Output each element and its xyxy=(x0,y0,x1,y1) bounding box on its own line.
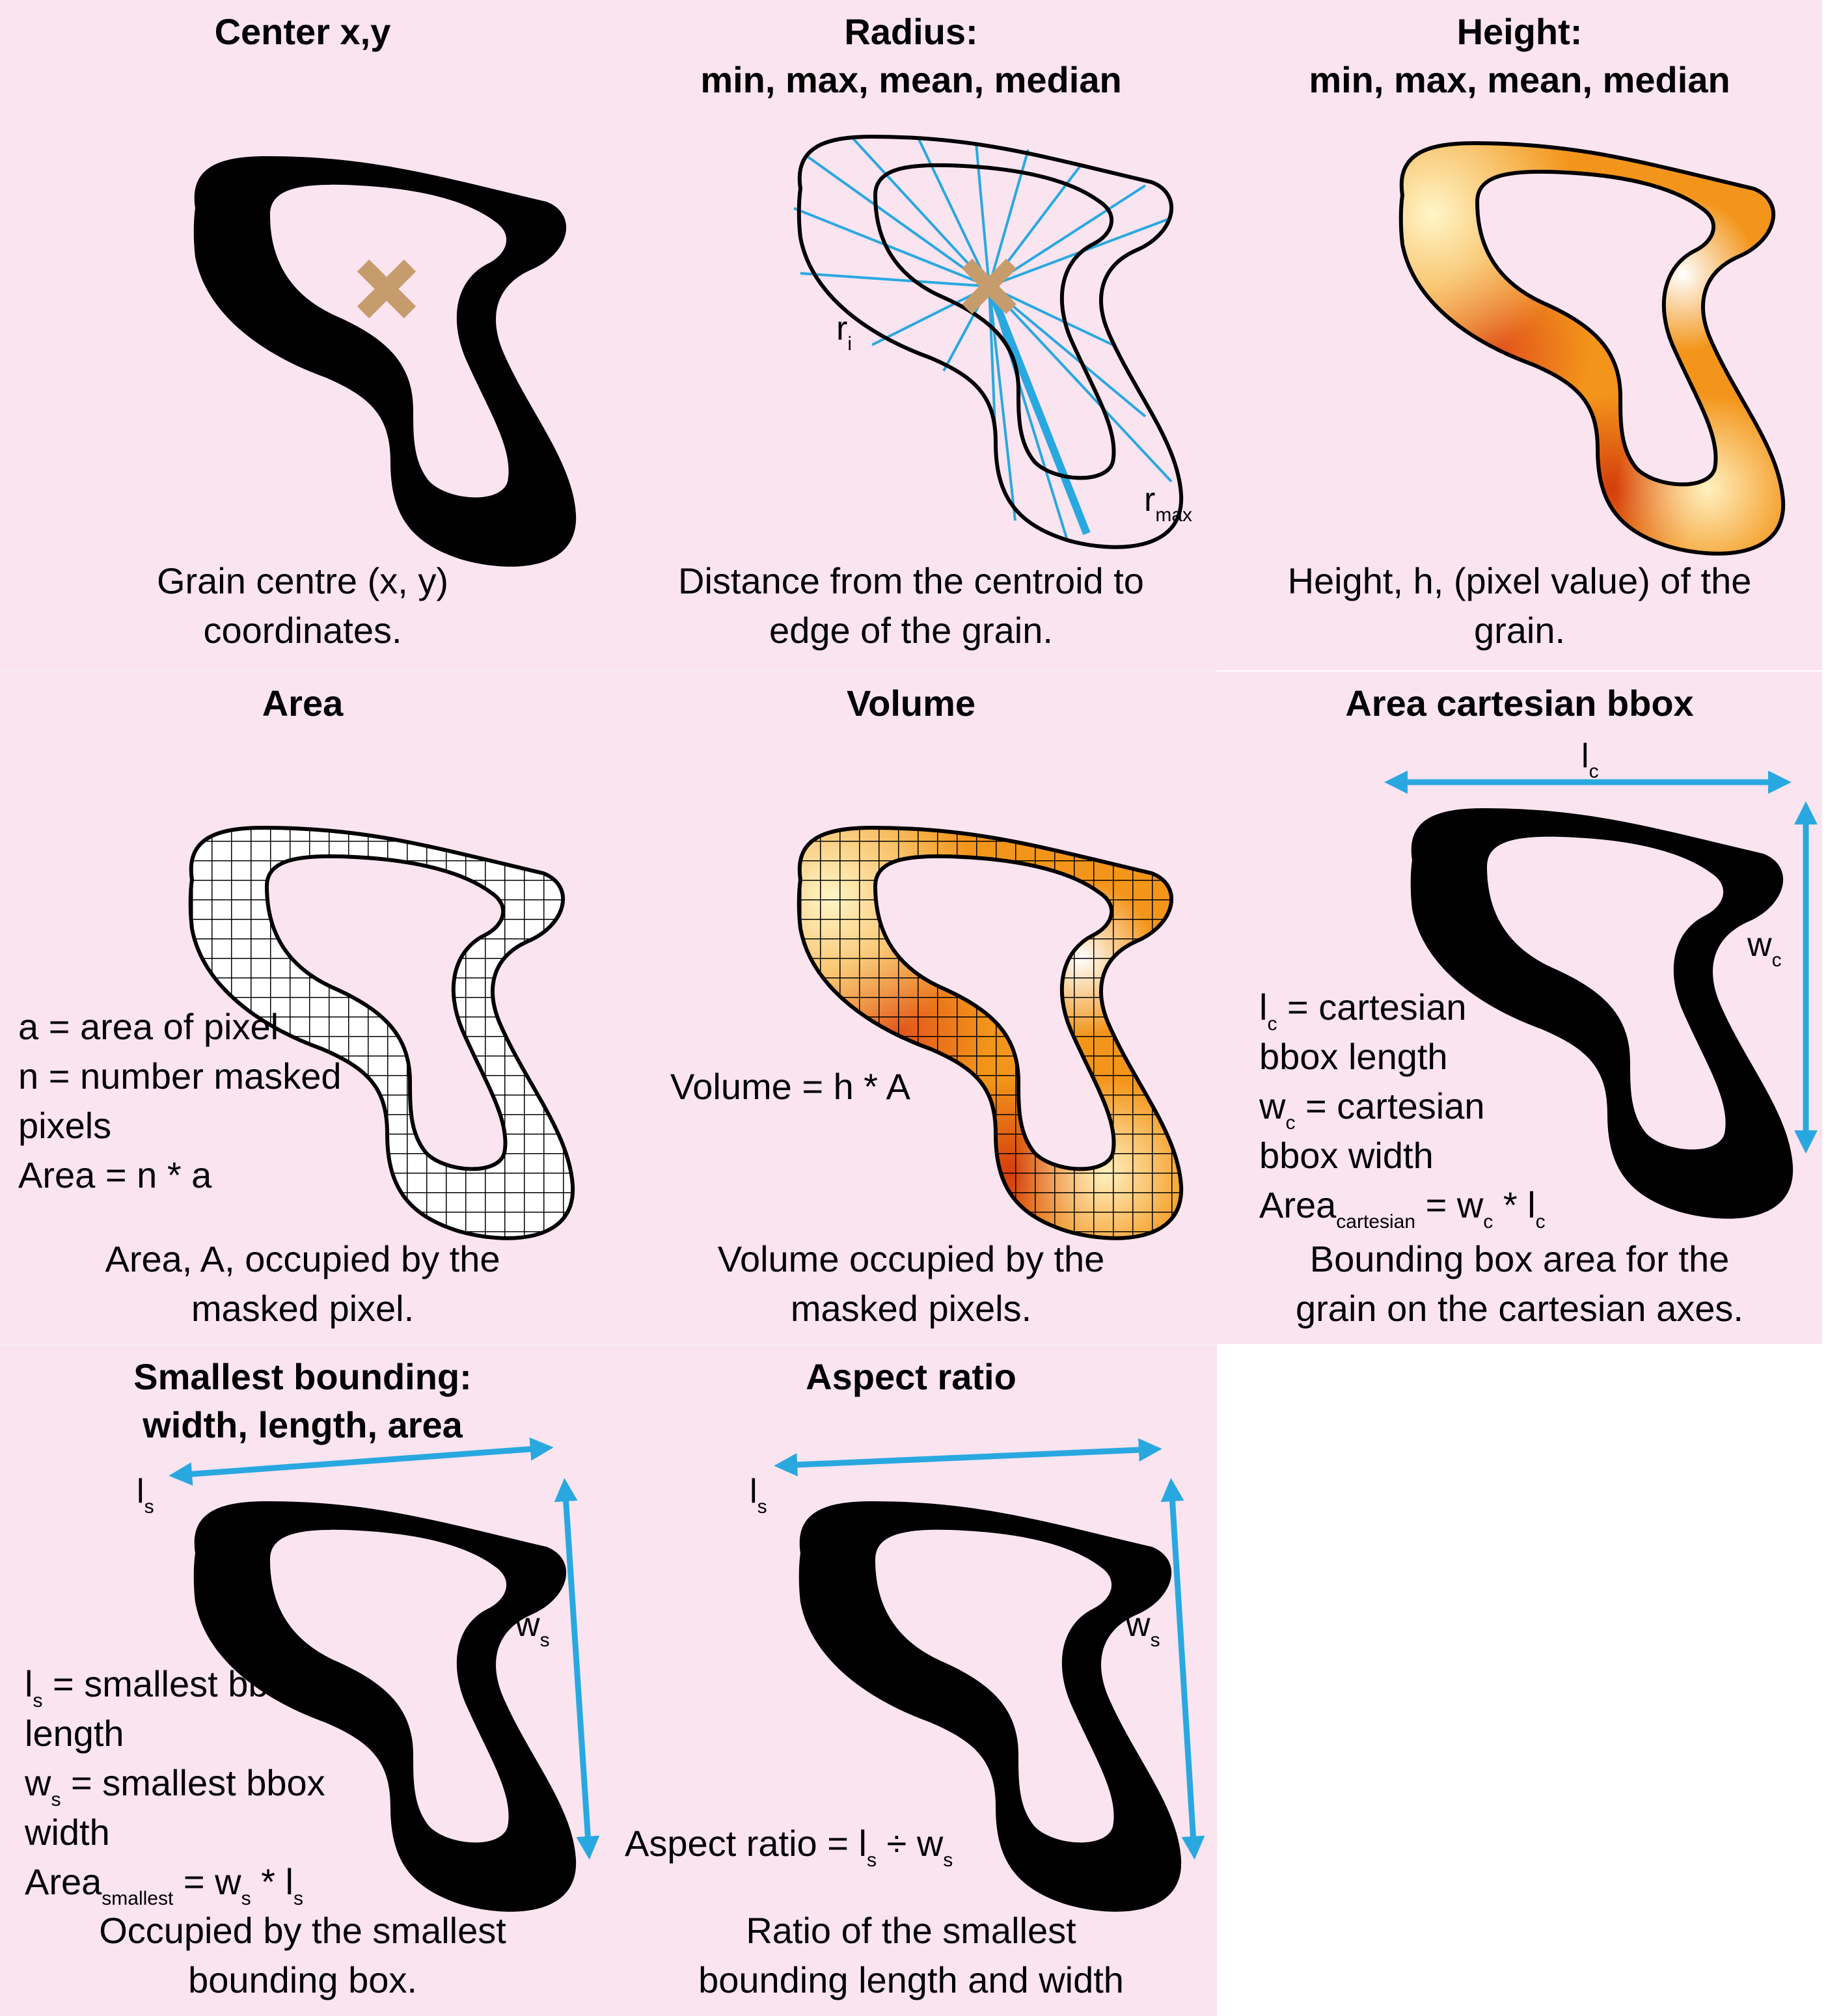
area-grid-illustration xyxy=(0,672,605,1344)
cartesian-bbox-illustration xyxy=(1384,770,1818,1219)
panel-title: Center x,y xyxy=(214,11,391,52)
aspect-formula: Aspect ratio = ls ÷ ws xyxy=(625,1823,953,1871)
row-divider xyxy=(0,1344,1217,1345)
width-label: ws xyxy=(515,1606,550,1651)
width-arrow xyxy=(554,1478,600,1860)
volume-formula: Volume = h * A xyxy=(670,1066,910,1107)
length-label: ls xyxy=(137,1473,154,1518)
width-label: wc xyxy=(1747,926,1782,971)
radius-illustration xyxy=(793,0,1217,670)
length-arrow xyxy=(169,1437,554,1486)
panel-center: Center x,y Grain centre (x, y) coordinat… xyxy=(0,0,605,670)
smallest-note-3: ws = smallest bbox xyxy=(25,1762,325,1810)
panel-title: Radius: min, max, mean, median xyxy=(700,11,1122,100)
cartesian-note-3: wc = cartesian xyxy=(1259,1085,1485,1134)
smallest-note-1: ls = smallest bbox xyxy=(25,1663,307,1711)
panel-title: Volume xyxy=(846,683,976,724)
panel-height: Height: min, max, mean, median Height, h… xyxy=(1217,0,1822,670)
r-i-label: ri xyxy=(836,310,852,355)
cartesian-note-4: bbox width xyxy=(1259,1135,1434,1176)
panel-smallest-bbox: Smallest bounding: width, length, area l… xyxy=(0,1345,605,2016)
area-note-4: Area = n * a xyxy=(18,1154,212,1195)
panel-radius: Radius: min, max, mean, median xyxy=(605,0,1217,670)
cartesian-note-2: bbox length xyxy=(1259,1036,1448,1077)
aspect-ratio-illustration xyxy=(774,1438,1205,1912)
panel-description: Bounding box area for the grain on the c… xyxy=(1296,1238,1743,1329)
area-note-3: pixels xyxy=(18,1105,112,1146)
panel-description: Grain centre (x, y) coordinates. xyxy=(156,560,449,651)
r-max-label: rmax xyxy=(1144,481,1193,526)
area-note-1: a = area of pixel xyxy=(18,1006,279,1047)
length-label: ls xyxy=(750,1473,767,1518)
width-arrow xyxy=(1160,1478,1205,1860)
smallest-bbox-illustration xyxy=(169,1437,600,1912)
panel-volume: Volume Volume = h * A Volume occupied by… xyxy=(605,672,1217,1344)
area-note-2: n = number masked xyxy=(18,1056,342,1097)
panel-aspect-ratio: Aspect ratio ls ws Aspect ratio = ls ÷ w… xyxy=(605,1345,1217,2016)
row-divider xyxy=(0,670,1217,672)
smallest-note-4: width xyxy=(25,1812,110,1853)
cartesian-note-5: Areacartesian = wc * lc xyxy=(1259,1184,1546,1233)
panel-description: Height, h, (pixel value) of the grain. xyxy=(1287,560,1752,651)
panel-description: Area, A, occupied by the masked pixel. xyxy=(105,1238,500,1329)
panel-cartesian-bbox: Area cartesian bbox lc wc lc = cartesian… xyxy=(1217,672,1822,1344)
panel-area: Area a = area of pixel n = number masked… xyxy=(0,672,605,1344)
panel-title: Aspect ratio xyxy=(806,1356,1016,1397)
panel-title: Area xyxy=(262,683,344,724)
panel-description: Distance from the centroid to edge of th… xyxy=(678,560,1144,651)
centroid-cross-icon xyxy=(962,258,1016,314)
length-label: lc xyxy=(1581,737,1599,782)
height-heatmap-illustration xyxy=(1217,0,1822,670)
volume-grid-illustration xyxy=(605,672,1217,1344)
width-label: ws xyxy=(1126,1606,1160,1651)
length-arrow xyxy=(774,1438,1162,1477)
r-max-line xyxy=(985,284,1091,536)
smallest-note-2: length xyxy=(25,1713,124,1754)
panel-description: Ratio of the smallest bounding length an… xyxy=(698,1910,1124,2000)
panel-title: Area cartesian bbox xyxy=(1345,683,1694,724)
panel-description: Occupied by the smallest bounding box. xyxy=(99,1910,506,2000)
centroid-cross-icon xyxy=(357,259,416,319)
smallest-note-5: Areasmallest = ws * ls xyxy=(25,1861,303,1909)
grain-illustration xyxy=(193,156,577,567)
panel-description: Volume occupied by the masked pixels. xyxy=(717,1238,1105,1329)
panel-title: Height: min, max, mean, median xyxy=(1309,11,1730,100)
cartesian-note-1: lc = cartesian xyxy=(1259,987,1467,1035)
